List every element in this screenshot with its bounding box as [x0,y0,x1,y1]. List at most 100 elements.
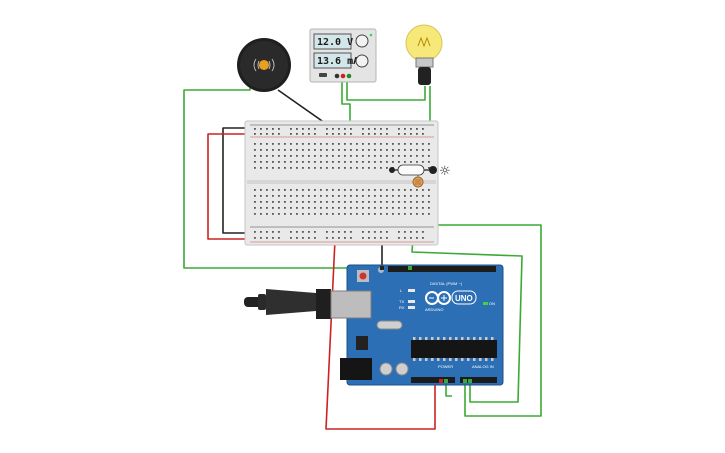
breadboard-hole[interactable] [302,237,304,239]
breadboard-hole[interactable] [308,201,310,203]
breadboard-hole[interactable] [404,155,406,157]
breadboard-hole[interactable] [296,149,298,151]
breadboard-hole[interactable] [368,237,370,239]
breadboard-hole[interactable] [320,207,322,209]
analog-header[interactable] [460,377,497,383]
wire-psu-green-2[interactable] [346,78,426,101]
power-header[interactable] [411,377,455,383]
breadboard[interactable] [244,120,439,246]
breadboard-hole[interactable] [260,195,262,197]
breadboard-hole[interactable] [380,155,382,157]
power-supply[interactable]: 12.0 V 13.6 mA [309,28,377,83]
breadboard-hole[interactable] [284,167,286,169]
breadboard-hole[interactable] [332,195,334,197]
breadboard-hole[interactable] [254,167,256,169]
breadboard-hole[interactable] [374,195,376,197]
breadboard-hole[interactable] [392,195,394,197]
breadboard-hole[interactable] [260,128,262,130]
breadboard-hole[interactable] [380,189,382,191]
breadboard-hole[interactable] [422,231,424,233]
breadboard-hole[interactable] [284,201,286,203]
breadboard-hole[interactable] [260,201,262,203]
breadboard-hole[interactable] [350,133,352,135]
breadboard-hole[interactable] [302,207,304,209]
breadboard-hole[interactable] [416,133,418,135]
breadboard-hole[interactable] [338,213,340,215]
breadboard-hole[interactable] [398,201,400,203]
breadboard-hole[interactable] [290,167,292,169]
breadboard-hole[interactable] [428,201,430,203]
breadboard-hole[interactable] [380,195,382,197]
breadboard-hole[interactable] [368,155,370,157]
breadboard-hole[interactable] [368,161,370,163]
breadboard-hole[interactable] [374,207,376,209]
breadboard-hole[interactable] [272,195,274,197]
breadboard-hole[interactable] [296,128,298,130]
breadboard-hole[interactable] [272,237,274,239]
breadboard-hole[interactable] [314,133,316,135]
terminal-red[interactable] [340,73,346,79]
breadboard-hole[interactable] [296,161,298,163]
breadboard-hole[interactable] [398,155,400,157]
breadboard-hole[interactable] [272,133,274,135]
breadboard-hole[interactable] [296,213,298,215]
breadboard-hole[interactable] [416,237,418,239]
breadboard-hole[interactable] [266,189,268,191]
breadboard-hole[interactable] [350,231,352,233]
breadboard-hole[interactable] [392,207,394,209]
breadboard-hole[interactable] [386,128,388,130]
breadboard-hole[interactable] [344,155,346,157]
breadboard-hole[interactable] [392,213,394,215]
breadboard-hole[interactable] [260,143,262,145]
breadboard-hole[interactable] [368,189,370,191]
breadboard-hole[interactable] [404,189,406,191]
breadboard-hole[interactable] [332,128,334,130]
breadboard-hole[interactable] [296,155,298,157]
breadboard-hole[interactable] [398,195,400,197]
breadboard-hole[interactable] [320,143,322,145]
breadboard-hole[interactable] [290,155,292,157]
breadboard-hole[interactable] [368,133,370,135]
breadboard-hole[interactable] [314,231,316,233]
breadboard-hole[interactable] [266,133,268,135]
breadboard-hole[interactable] [266,167,268,169]
breadboard-hole[interactable] [254,201,256,203]
breadboard-hole[interactable] [296,167,298,169]
light-slider-min[interactable] [389,167,395,173]
breadboard-hole[interactable] [386,207,388,209]
breadboard-hole[interactable] [344,133,346,135]
breadboard-hole[interactable] [344,128,346,130]
breadboard-hole[interactable] [374,128,376,130]
breadboard-hole[interactable] [260,189,262,191]
breadboard-hole[interactable] [260,149,262,151]
breadboard-hole[interactable] [362,189,364,191]
breadboard-hole[interactable] [272,155,274,157]
breadboard-hole[interactable] [320,201,322,203]
breadboard-hole[interactable] [422,128,424,130]
breadboard-hole[interactable] [326,161,328,163]
breadboard-hole[interactable] [308,149,310,151]
breadboard-hole[interactable] [428,143,430,145]
breadboard-hole[interactable] [350,128,352,130]
breadboard-hole[interactable] [320,189,322,191]
breadboard-hole[interactable] [374,133,376,135]
breadboard-hole[interactable] [290,133,292,135]
breadboard-hole[interactable] [302,189,304,191]
breadboard-hole[interactable] [410,155,412,157]
breadboard-hole[interactable] [260,213,262,215]
breadboard-hole[interactable] [380,207,382,209]
breadboard-hole[interactable] [356,161,358,163]
breadboard-hole[interactable] [314,161,316,163]
breadboard-hole[interactable] [266,149,268,151]
breadboard-hole[interactable] [410,128,412,130]
breadboard-hole[interactable] [416,201,418,203]
breadboard-hole[interactable] [284,155,286,157]
breadboard-hole[interactable] [278,195,280,197]
breadboard-hole[interactable] [266,237,268,239]
breadboard-hole[interactable] [416,213,418,215]
breadboard-hole[interactable] [404,195,406,197]
wire-rail-red[interactable] [207,133,253,240]
breadboard-hole[interactable] [362,195,364,197]
breadboard-hole[interactable] [302,195,304,197]
breadboard-hole[interactable] [272,189,274,191]
